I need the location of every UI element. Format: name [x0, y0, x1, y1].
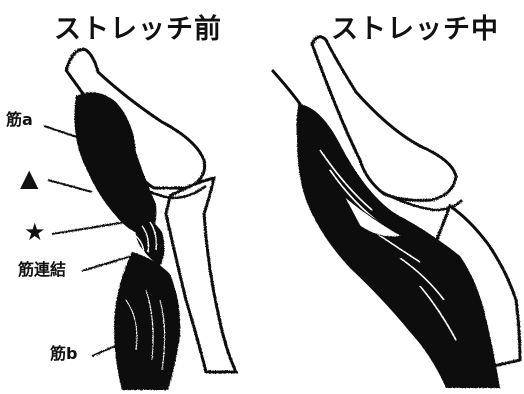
during-stretch-title: ストレッチ中	[331, 14, 499, 46]
before-stretch-panel	[44, 49, 236, 390]
muscle-b-left	[114, 252, 180, 390]
leader-triangle	[48, 180, 92, 192]
star-icon: ★	[24, 220, 46, 244]
junction-label: 筋連結	[18, 260, 66, 280]
triangle-icon: ▲	[20, 166, 38, 190]
muscle-a-label: 筋a	[6, 110, 33, 130]
leader-muscle-a	[44, 126, 80, 138]
outer-contour-right	[272, 70, 300, 150]
during-stretch-panel	[272, 37, 520, 388]
leader-star	[52, 222, 126, 234]
before-stretch-title: ストレッチ前	[54, 14, 222, 46]
muscle-b-label: 筋b	[50, 344, 77, 364]
